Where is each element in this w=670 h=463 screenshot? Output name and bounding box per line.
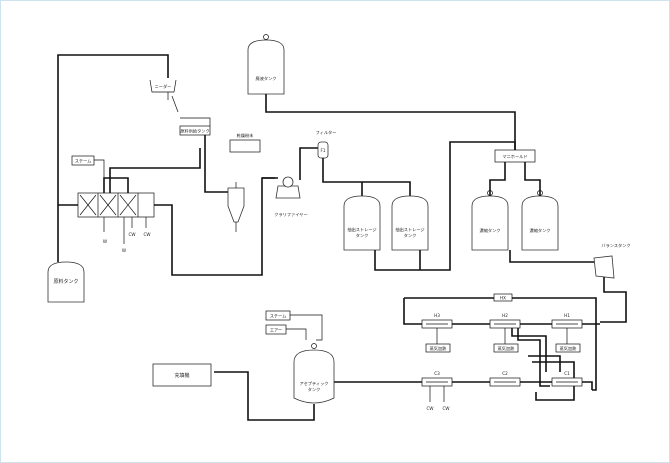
raw-material-tank: 原料タンク [47, 261, 85, 303]
kneader-chute [167, 92, 179, 113]
steam-box: スチーム [265, 310, 291, 321]
hx-loop-1 [103, 177, 129, 193]
kneader-label: ニーダー [155, 83, 172, 90]
aseptic-label-a: アセプティック [300, 381, 329, 387]
cw1-label: CW [128, 232, 135, 237]
steam-label: スチーム [270, 314, 287, 319]
conc-outlet [509, 250, 598, 263]
manifold: マニホールド [494, 149, 536, 163]
recycle-tank-label: 廃液タンク [256, 75, 277, 82]
aseptic-label-b: タンク [308, 386, 321, 393]
h3-label: H3 [434, 313, 440, 318]
balance-tank-label: バランスタンク [601, 242, 630, 249]
clarifier-label: クラリファイヤー [274, 212, 307, 218]
manifold-outlets [489, 162, 541, 196]
cw-a-label: CW [426, 406, 433, 411]
kneader-unit: ニーダー [149, 79, 177, 93]
hx2-unit-label: 蒸気加熱 [498, 345, 516, 352]
filler-machine: 充填機 [152, 363, 212, 387]
manifold-label: マニホールド [502, 154, 527, 160]
filler-label: 充填機 [174, 372, 189, 379]
recycle-pipe [265, 94, 516, 150]
steam-box-left: スチーム [71, 155, 95, 166]
steam-air-lines [286, 314, 323, 341]
air-box: エアー [265, 324, 287, 335]
heater-units: 蒸気加熱 蒸気加熱 蒸気加熱 [425, 328, 581, 353]
storage-1-label-b: タンク [356, 232, 369, 239]
storage-tank-1: 抽出ストレージ タンク [343, 195, 381, 251]
hx-loop-2 [109, 148, 201, 193]
hx-code: HX [500, 296, 506, 301]
cw-b-label: CW [442, 406, 449, 411]
hx-indicator: HX [493, 293, 513, 302]
feed-tank-label: 原料供給タンク [180, 128, 209, 135]
h1-label: H1 [564, 313, 570, 318]
heat-recovery-crossings [511, 328, 575, 401]
conc-tank-2-label: 濃縮タンク [530, 227, 551, 234]
w2-label: W [122, 248, 126, 253]
filter-outlet [322, 158, 411, 196]
cw2-label: CW [143, 232, 150, 237]
aseptic-to-filler [214, 371, 315, 421]
storage-1-label-a: 抽出ストレージ [347, 226, 376, 233]
hx-header-left-drop [403, 298, 418, 325]
hopper-to-cyclone [204, 135, 228, 193]
filter-code: F1 [320, 148, 325, 153]
dryer-label: 乾燥粉末 [237, 132, 255, 139]
hx-utility-outlets: W CW W CW [103, 217, 151, 253]
air-label: エアー [270, 328, 282, 334]
conc-tank-1-label: 濃縮タンク [480, 227, 501, 234]
dryer-box: 乾燥粉末 [229, 132, 261, 153]
hopper-top [180, 117, 211, 126]
concentrate-tank-2: 濃縮タンク [521, 190, 559, 251]
feed-hopper: 原料供給タンク [179, 125, 211, 136]
filter-unit: F1 フィルター [316, 129, 337, 159]
storage-2-label-b: タンク [404, 232, 417, 239]
cyclone-separator [227, 187, 245, 232]
cooler-links [332, 381, 593, 390]
storage-2-label-a: 抽出ストレージ [395, 226, 424, 233]
balance-outlet [600, 277, 627, 323]
c2-label: C2 [502, 371, 508, 376]
raw-tank-label: 原料タンク [53, 278, 78, 285]
steam-line-left [94, 159, 105, 180]
c3-label: C3 [434, 371, 440, 376]
clarifier-pipes [262, 147, 318, 180]
hx1-unit-label: 蒸気加熱 [560, 345, 578, 352]
c1-label: C1 [564, 371, 570, 376]
clarifier: クラリファイヤー [274, 176, 308, 218]
heat-exchanger-block [77, 192, 155, 218]
hx3-unit-label: 蒸気加熱 [430, 345, 448, 352]
aseptic-tank: アセプティック タンク [293, 343, 335, 404]
steam-left-label: スチーム [75, 159, 92, 164]
concentrate-tank-1: 濃縮タンク [471, 190, 509, 251]
recycle-tank: 廃液タンク [247, 34, 285, 95]
w1-label: W [103, 239, 107, 244]
storage-tank-2: 抽出ストレージ タンク [391, 195, 429, 251]
c3-cw-lines: CW CW [426, 386, 450, 411]
raw-feed-pipe [57, 54, 169, 262]
balance-tank: バランスタンク [593, 242, 631, 279]
h2-label: H2 [502, 313, 508, 318]
filter-label: フィルター [316, 129, 337, 136]
